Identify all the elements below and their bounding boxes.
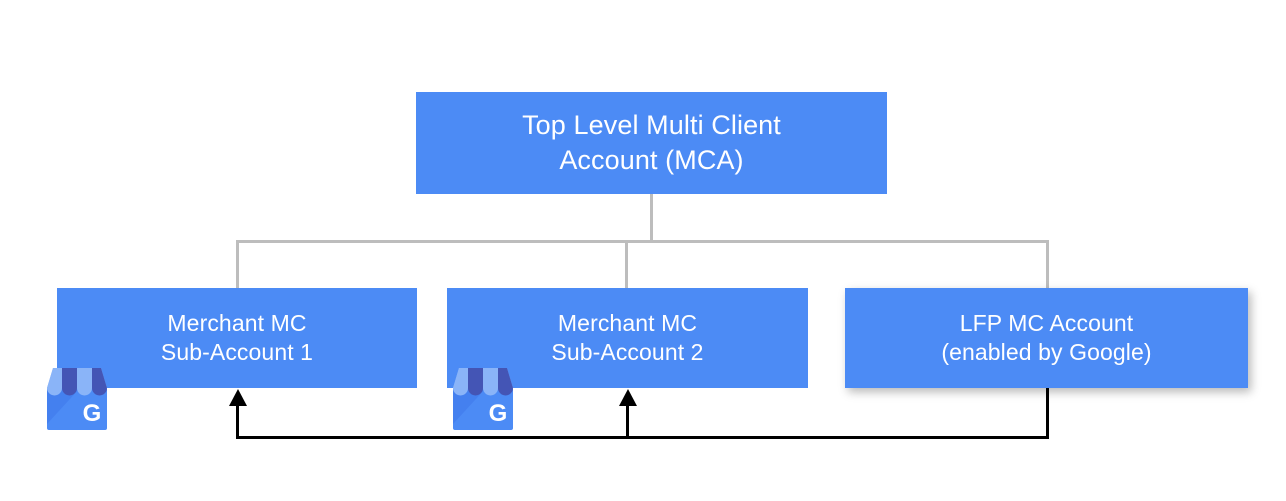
feedback-line-horizontal <box>236 436 1049 439</box>
feedback-line-lfp-down <box>1046 388 1049 439</box>
feedback-line-to-sub2 <box>626 404 629 438</box>
connector-drop-lfp <box>1046 240 1049 290</box>
node-lfp-mc-account[interactable]: LFP MC Account (enabled by Google) <box>845 288 1248 388</box>
connector-horizontal-bar <box>236 240 1049 243</box>
svg-text:G: G <box>489 400 508 427</box>
connector-root-stem <box>650 194 653 243</box>
node-merchant-sub-account-2-label: Merchant MC Sub-Account 2 <box>551 309 704 365</box>
feedback-line-to-sub1 <box>236 404 239 438</box>
node-lfp-mc-account-label: LFP MC Account (enabled by Google) <box>941 309 1152 365</box>
arrowhead-to-sub1-icon <box>229 389 247 406</box>
arrowhead-to-sub2-icon <box>619 389 637 406</box>
google-my-business-storefront-icon: G <box>40 366 114 432</box>
node-merchant-sub-account-1-label: Merchant MC Sub-Account 1 <box>160 309 314 365</box>
google-my-business-storefront-icon: G <box>446 366 520 432</box>
node-top-level-mca[interactable]: Top Level Multi Client Account (MCA) <box>416 92 887 194</box>
svg-text:G: G <box>83 400 102 427</box>
connector-drop-sub2 <box>625 240 628 290</box>
node-merchant-sub-account-1[interactable]: Merchant MC Sub-Account 1 <box>57 288 417 388</box>
node-top-level-mca-label: Top Level Multi Client Account (MCA) <box>522 110 781 175</box>
connector-drop-sub1 <box>236 240 239 290</box>
